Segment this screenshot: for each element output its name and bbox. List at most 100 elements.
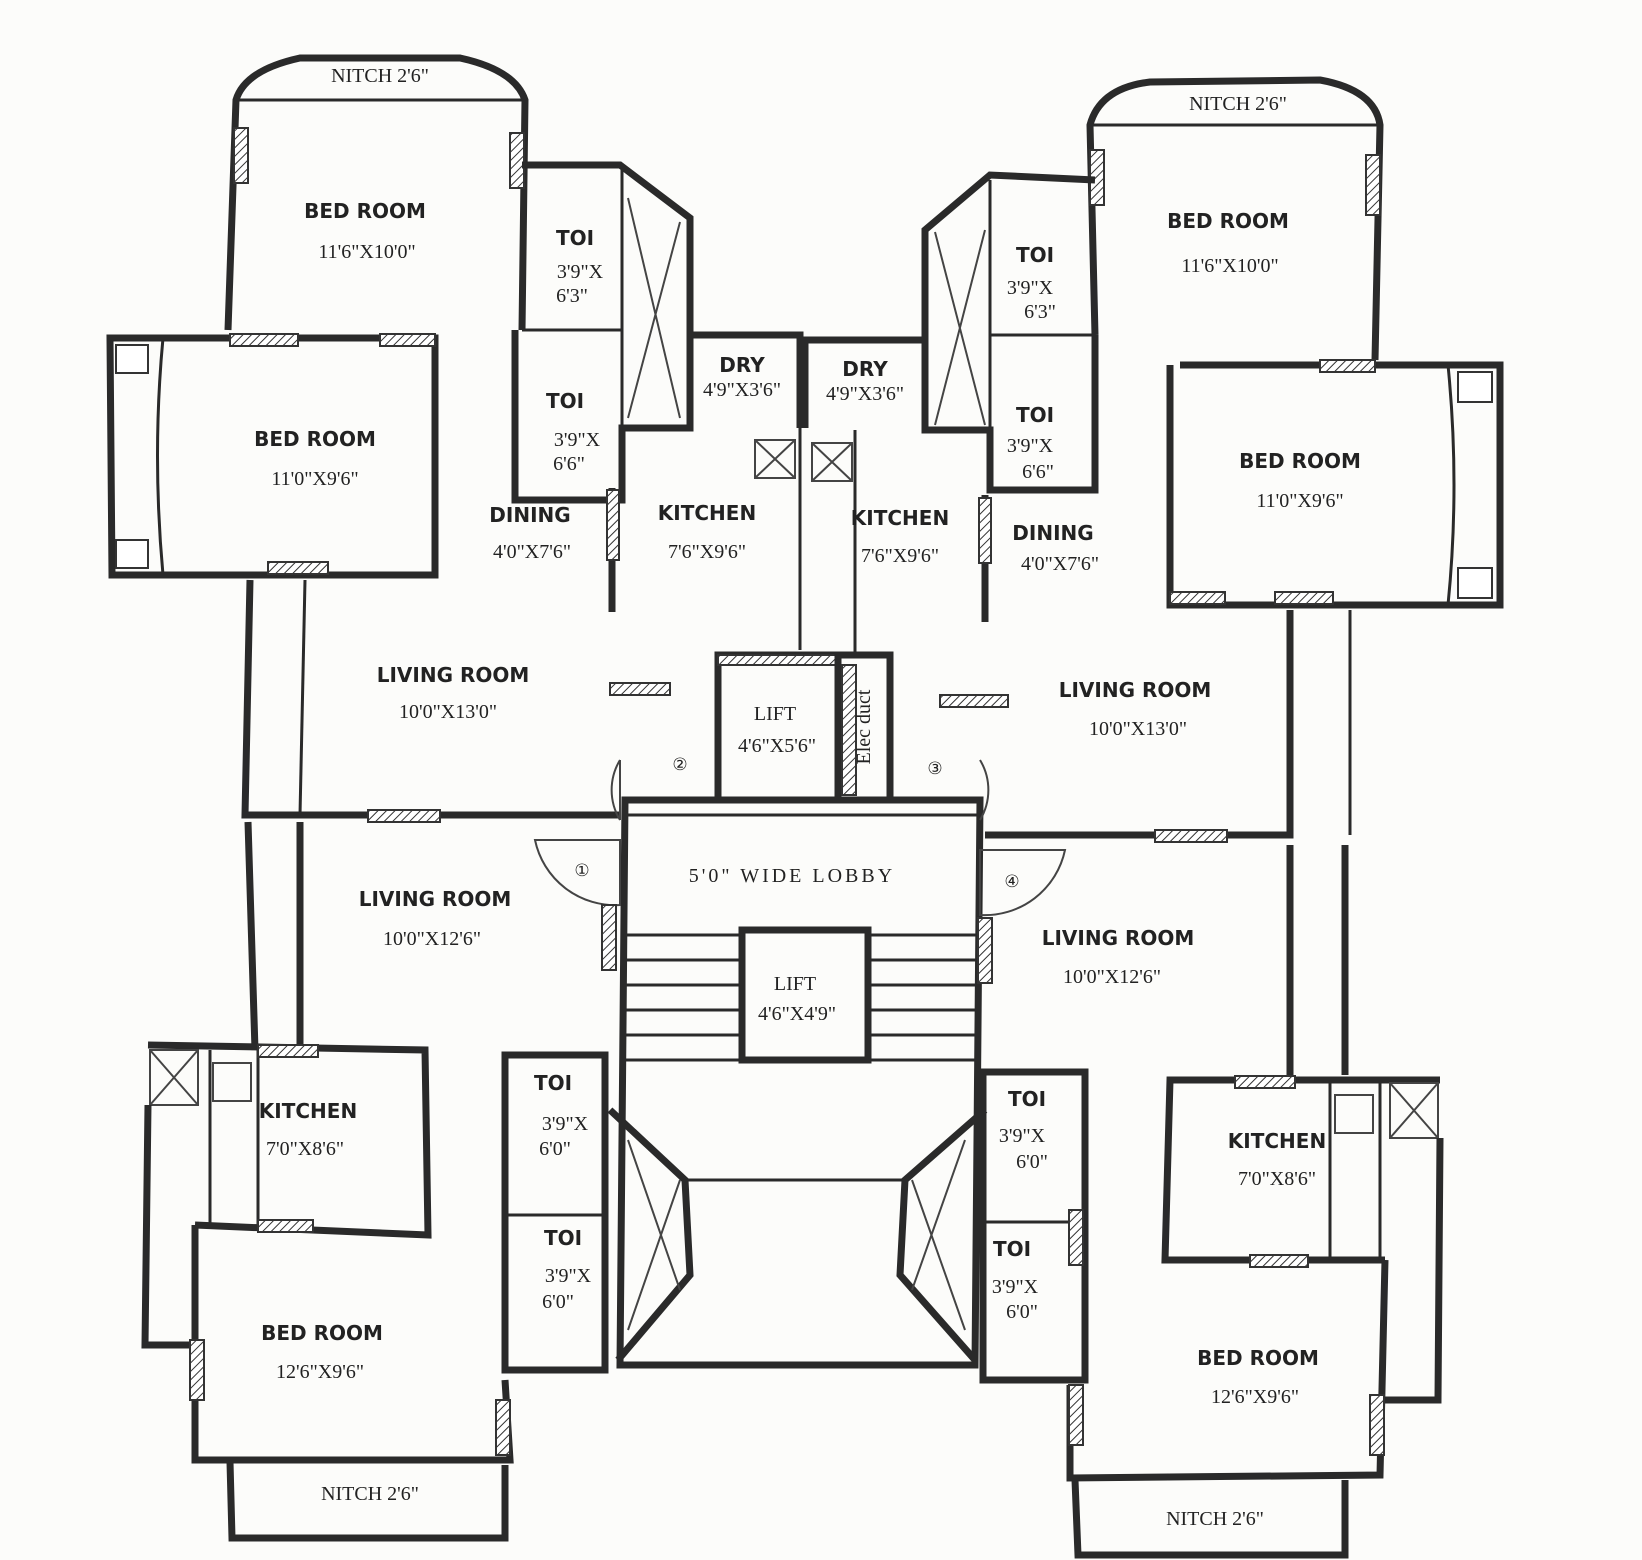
nw-dining-size: 4'0"X7'6" bbox=[493, 541, 571, 563]
nw-shaft-x bbox=[627, 197, 681, 419]
door-4-arc[interactable] bbox=[979, 849, 1067, 917]
nw-window bbox=[509, 132, 525, 189]
core-shaft-left-x bbox=[627, 1139, 681, 1331]
se-living-name: LIVING ROOM bbox=[1042, 926, 1195, 950]
se-kitchen-name: KITCHEN bbox=[1228, 1129, 1326, 1153]
ne-toi2-size-a: 3'9"X bbox=[1007, 435, 1054, 457]
elec-duct-label: Elec duct bbox=[853, 689, 875, 764]
ne-duct-x bbox=[811, 442, 853, 482]
ne-dry-name: DRY bbox=[842, 357, 888, 381]
se-kitchen-inner bbox=[1328, 1080, 1382, 1260]
ne-bedroom-side-size: 11'0"X9'6" bbox=[1256, 490, 1343, 512]
lobby-label: 5'0" WIDE LOBBY bbox=[689, 865, 895, 887]
se-living-size: 10'0"X12'6" bbox=[1063, 966, 1161, 988]
lift-upper-shaft bbox=[714, 651, 842, 804]
nw-kitchen-name: KITCHEN bbox=[658, 501, 756, 525]
unit-sw bbox=[141, 821, 617, 1542]
se-sink bbox=[1334, 1094, 1374, 1134]
ne-bay-curve bbox=[1446, 364, 1456, 606]
ne-column bbox=[1457, 371, 1493, 403]
nw-living-window bbox=[298, 579, 307, 816]
ne-window bbox=[1169, 591, 1226, 605]
se-toi2-name: TOI bbox=[993, 1237, 1031, 1261]
ne-toilet-walls bbox=[921, 171, 1099, 494]
nw-bedroom-side-name: BED ROOM bbox=[254, 427, 376, 451]
lift-upper-lintel bbox=[717, 654, 839, 666]
nw-duct-x bbox=[754, 439, 796, 479]
nw-window bbox=[367, 809, 441, 823]
ne-shaft-x bbox=[934, 229, 986, 426]
sw-toi2-size-b: 6'0" bbox=[542, 1291, 574, 1313]
sw-toi1-size-b: 6'0" bbox=[539, 1138, 571, 1160]
se-window bbox=[977, 917, 993, 984]
ne-toi1-size-a: 3'9"X bbox=[1007, 277, 1054, 299]
sw-bedroom-size: 12'6"X9'6" bbox=[276, 1361, 364, 1383]
ne-column bbox=[1457, 567, 1493, 599]
ne-window bbox=[939, 694, 1009, 708]
ne-bedroom-top-size: 11'6"X10'0" bbox=[1181, 255, 1278, 277]
se-kitchen-size: 7'0"X8'6" bbox=[1238, 1168, 1316, 1190]
unit-nw bbox=[106, 54, 804, 823]
stair-treads-left bbox=[625, 933, 742, 1062]
lift-upper-name: LIFT bbox=[754, 703, 796, 725]
se-window bbox=[1068, 1384, 1084, 1446]
door-4-number: ④ bbox=[1004, 872, 1019, 891]
nw-living-size: 10'0"X13'0" bbox=[399, 701, 497, 723]
se-living-walls bbox=[1286, 845, 1349, 1075]
nw-toilet-divider bbox=[522, 165, 624, 428]
nw-window bbox=[233, 127, 249, 184]
ne-bedroom-side-name: BED ROOM bbox=[1239, 449, 1361, 473]
sw-window bbox=[189, 1339, 205, 1401]
ne-bedroom-top-name: BED ROOM bbox=[1167, 209, 1289, 233]
sw-living-name: LIVING ROOM bbox=[359, 887, 512, 911]
nw-toilet-walls bbox=[511, 161, 694, 504]
ne-bedroom-top-walls bbox=[1086, 76, 1384, 361]
nw-toi1-name: TOI bbox=[556, 226, 594, 250]
sw-living-walls bbox=[244, 821, 304, 1051]
nw-window bbox=[267, 561, 329, 575]
se-window bbox=[1068, 1209, 1084, 1266]
ne-window bbox=[1154, 829, 1228, 843]
door-3-arc[interactable] bbox=[979, 759, 990, 821]
unit-se bbox=[977, 845, 1444, 1559]
se-window bbox=[1369, 1394, 1385, 1456]
sw-nitch-label: NITCH 2'6" bbox=[321, 1483, 419, 1505]
ne-living-size: 10'0"X13'0" bbox=[1089, 718, 1187, 740]
se-nitch-label: NITCH 2'6" bbox=[1166, 1508, 1264, 1530]
se-toi1-size-a: 3'9"X bbox=[999, 1125, 1046, 1147]
sw-window bbox=[257, 1044, 319, 1058]
sw-toi2-size-a: 3'9"X bbox=[545, 1265, 592, 1287]
nw-window bbox=[229, 333, 299, 347]
nw-living-walls bbox=[241, 579, 620, 819]
ne-dining-size: 4'0"X7'6" bbox=[1021, 553, 1099, 575]
nw-bedroom-top-walls bbox=[224, 54, 529, 331]
sw-window bbox=[257, 1219, 314, 1233]
ne-toi2-size-b: 6'6" bbox=[1022, 461, 1054, 483]
nw-toi1-size-b: 6'3" bbox=[556, 285, 588, 307]
sw-living-size: 10'0"X12'6" bbox=[383, 928, 481, 950]
sw-sink bbox=[212, 1062, 252, 1102]
door-2-arc[interactable] bbox=[610, 759, 621, 821]
door-1-arc[interactable] bbox=[533, 839, 621, 907]
sw-toilet-walls bbox=[501, 1051, 609, 1374]
ne-living-name: LIVING ROOM bbox=[1059, 678, 1212, 702]
ne-dining-name: DINING bbox=[1012, 521, 1093, 545]
lift-lower-size: 4'6"X4'9" bbox=[758, 1003, 836, 1025]
sw-nitch-walls bbox=[226, 1461, 509, 1542]
nw-bedroom-side-walls bbox=[106, 334, 439, 579]
nw-bedroom-top-name: BED ROOM bbox=[304, 199, 426, 223]
se-window bbox=[1249, 1254, 1309, 1268]
ne-living-walls bbox=[985, 610, 1294, 839]
sw-window bbox=[601, 904, 617, 971]
se-toi2-size-a: 3'9"X bbox=[992, 1276, 1039, 1298]
ne-window bbox=[978, 497, 992, 564]
core bbox=[533, 651, 1067, 1369]
stair-treads-right bbox=[868, 933, 978, 1062]
nw-window bbox=[609, 682, 671, 696]
se-window bbox=[1234, 1075, 1296, 1089]
se-duct-x bbox=[1389, 1082, 1439, 1139]
nw-toi2-name: TOI bbox=[546, 389, 584, 413]
se-bedroom-size: 12'6"X9'6" bbox=[1211, 1386, 1299, 1408]
